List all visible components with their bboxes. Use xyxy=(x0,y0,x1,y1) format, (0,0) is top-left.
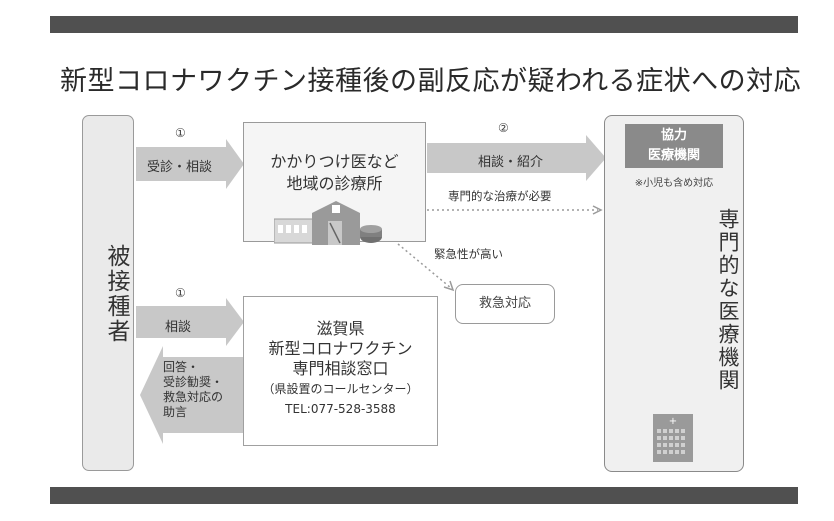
answer-line3: 救急対応の xyxy=(163,390,224,404)
arrow-refer xyxy=(427,135,606,181)
answer-line4: 助言 xyxy=(163,405,188,419)
recipient-box: 被接種者 xyxy=(82,115,134,471)
consult-line4: （県設置のコールセンター） xyxy=(262,382,419,396)
specialist-needed-label: 専門的な治療が必要 xyxy=(448,189,552,203)
consult-line1: 滋賀県 xyxy=(316,319,365,338)
clinic-line1: かかりつけ医など xyxy=(270,152,399,171)
hospital-building-icon: + xyxy=(653,414,693,462)
arrow-answer xyxy=(140,346,243,444)
clinic-line2: 地域の診療所 xyxy=(286,174,383,193)
emergency-box: 救急対応 xyxy=(455,284,555,324)
dotted-urgent-head xyxy=(443,280,455,292)
hospital-box: 協力 医療機関 ※小児も含め対応 専門的な医療機関 + xyxy=(604,115,744,472)
consult-center-text: 滋賀県 新型コロナワクチン 専門相談窓口 （県設置のコールセンター） TEL:0… xyxy=(244,319,437,419)
clinic-box: かかりつけ医など 地域の診療所 xyxy=(243,122,426,245)
consult-arrow-label: 相談 xyxy=(165,320,192,335)
bottom-bar xyxy=(50,487,798,504)
coop-line1: 協力 xyxy=(660,128,687,143)
dotted-specialist-head xyxy=(592,205,603,215)
clinic-building-icon xyxy=(274,201,382,245)
answer-arrow-label: 回答・ 受診勧奨・ 救急対応の 助言 xyxy=(163,360,223,420)
arrow-consult xyxy=(136,298,244,346)
urgent-label: 緊急性が高い xyxy=(434,247,503,261)
answer-line2: 受診勧奨・ xyxy=(163,375,224,389)
answer-line1: 回答・ xyxy=(163,360,200,374)
consult-tel: TEL:077-528-3588 xyxy=(285,402,396,416)
visit-arrow-label: 受診・相談 xyxy=(147,160,213,175)
cooperating-hospital-badge: 協力 医療機関 xyxy=(625,124,723,168)
refer-arrow-label: 相談・紹介 xyxy=(478,155,544,170)
page-title: 新型コロナワクチン接種後の副反応が疑われる症状への対応 xyxy=(60,66,802,97)
dotted-urgent-line xyxy=(397,243,452,289)
visit-step-number: ① xyxy=(175,126,186,140)
consult-center-box: 滋賀県 新型コロナワクチン 専門相談窓口 （県設置のコールセンター） TEL:0… xyxy=(243,296,438,446)
clinic-label: かかりつけ医など 地域の診療所 xyxy=(244,151,425,195)
top-bar xyxy=(50,16,798,33)
specialist-label: 専門的な医療機関 xyxy=(716,208,740,392)
recipient-label: 被接種者 xyxy=(103,244,129,344)
coop-line2: 医療機関 xyxy=(647,148,700,163)
svg-text:+: + xyxy=(669,416,677,427)
refer-step-number: ② xyxy=(498,121,509,135)
consult-step-number: ① xyxy=(175,286,186,300)
consult-line3: 専門相談窓口 xyxy=(292,359,389,378)
arrow-visit xyxy=(136,139,244,189)
hospital-note: ※小児も含め対応 xyxy=(634,178,714,189)
consult-line2: 新型コロナワクチン xyxy=(268,339,413,358)
